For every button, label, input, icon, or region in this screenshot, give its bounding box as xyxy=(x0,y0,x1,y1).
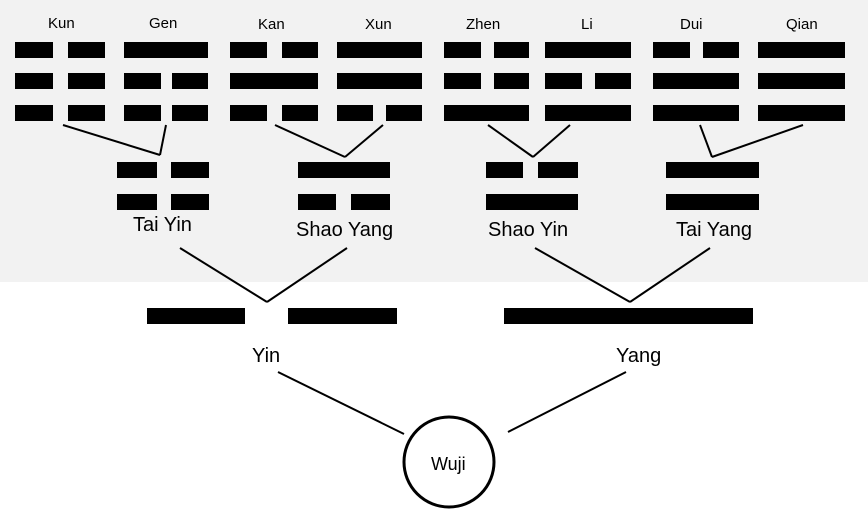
yin-line-right xyxy=(288,308,397,324)
shaoyin-lower xyxy=(486,194,578,210)
gen-line-mid-left xyxy=(124,73,161,89)
qian-line-mid xyxy=(758,73,845,89)
bigram-label-shaoyang: Shao Yang xyxy=(296,219,394,241)
connector-yang-taiyang xyxy=(629,247,711,303)
li-line-bottom xyxy=(545,105,631,121)
wuji-label: Wuji xyxy=(431,454,466,474)
wuji-circle xyxy=(402,415,496,509)
kun-line-top-right xyxy=(68,42,105,58)
qian-line-top xyxy=(758,42,845,58)
taiyang-lower xyxy=(666,194,759,210)
kun-line-mid-left xyxy=(15,73,53,89)
taiyin-lower-right xyxy=(171,194,209,210)
taiyang-upper xyxy=(666,162,759,178)
zhen-line-top-left xyxy=(444,42,481,58)
trigram-label-kan: Kan xyxy=(258,16,285,33)
connector-wuji-yang xyxy=(507,371,627,433)
trigram-label-qian: Qian xyxy=(786,16,818,33)
connector-wuji-yin xyxy=(277,371,405,435)
trigram-label-xun: Xun xyxy=(365,16,392,33)
trigram-label-li: Li xyxy=(581,16,593,33)
connector-yin-shaoyang xyxy=(266,247,348,303)
connector-taiyang-dui xyxy=(699,124,713,158)
trigram-label-kun: Kun xyxy=(48,15,75,32)
connector-yang-shaoyin xyxy=(534,247,631,303)
taiyin-upper-left xyxy=(117,162,157,178)
connector-taiyang-qian xyxy=(711,124,804,158)
shaoyang-lower-left xyxy=(298,194,336,210)
connector-taiyin-gen xyxy=(159,124,167,156)
kun-line-bottom-right xyxy=(68,105,105,121)
kun-line-top-left xyxy=(15,42,53,58)
yin-label: Yin xyxy=(252,345,281,367)
connector-taiyin-kun xyxy=(62,124,161,156)
xun-line-top xyxy=(337,42,422,58)
bigram-label-taiyin: Tai Yin xyxy=(133,214,192,236)
zhen-line-mid-right xyxy=(494,73,529,89)
gen-line-mid-right xyxy=(172,73,208,89)
connector-yin-taiyin xyxy=(179,247,268,303)
xun-line-bottom-right xyxy=(386,105,422,121)
zhen-line-top-right xyxy=(494,42,529,58)
zhen-line-bottom xyxy=(444,105,529,121)
gen-line-top xyxy=(124,42,208,58)
qian-line-bottom xyxy=(758,105,845,121)
zhen-line-mid-left xyxy=(444,73,481,89)
shaoyin-upper-left xyxy=(486,162,523,178)
li-line-top xyxy=(545,42,631,58)
kun-line-bottom-left xyxy=(15,105,53,121)
kan-line-top-left xyxy=(230,42,267,58)
dui-line-bottom xyxy=(653,105,739,121)
gen-line-bottom-left xyxy=(124,105,161,121)
dui-line-top-right xyxy=(703,42,739,58)
shaoyang-lower-right xyxy=(351,194,390,210)
yang-line xyxy=(504,308,753,324)
kan-line-top-right xyxy=(282,42,318,58)
bigram-label-shaoyin: Shao Yin xyxy=(488,219,569,241)
dui-line-top-left xyxy=(653,42,690,58)
connector-shaoyang-kan xyxy=(274,124,346,158)
connector-shaoyin-li xyxy=(532,124,571,158)
trigram-label-gen: Gen xyxy=(149,15,178,32)
trigram-label-dui: Dui xyxy=(680,16,703,33)
kan-line-bottom-right xyxy=(282,105,318,121)
shaoyang-upper xyxy=(298,162,390,178)
kan-line-mid xyxy=(230,73,318,89)
shaoyin-upper-right xyxy=(538,162,578,178)
xun-line-mid xyxy=(337,73,422,89)
li-line-mid-left xyxy=(545,73,582,89)
connector-shaoyin-zhen xyxy=(487,124,534,158)
xun-line-bottom-left xyxy=(337,105,373,121)
connector-shaoyang-xun xyxy=(344,124,384,158)
dui-line-mid xyxy=(653,73,739,89)
taiyin-lower-left xyxy=(117,194,157,210)
kan-line-bottom-left xyxy=(230,105,267,121)
li-line-mid-right xyxy=(595,73,631,89)
yin-line-left xyxy=(147,308,245,324)
bigram-label-taiyang: Tai Yang xyxy=(676,219,752,241)
yang-label: Yang xyxy=(616,345,662,367)
kun-line-mid-right xyxy=(68,73,105,89)
gen-line-bottom-right xyxy=(172,105,208,121)
trigram-label-zhen: Zhen xyxy=(466,16,501,33)
taiyin-upper-right xyxy=(171,162,209,178)
